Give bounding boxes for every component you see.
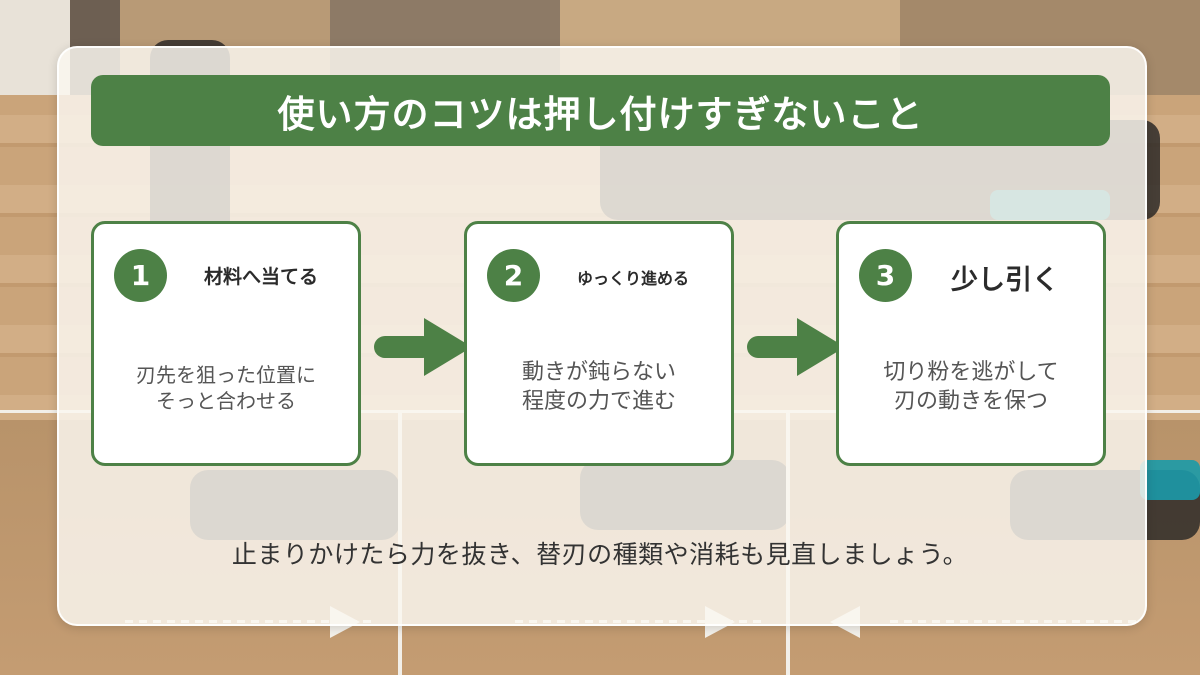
page-title: 使い方のコツは押し付けすぎないこと (277, 92, 924, 136)
step-description: 切り粉を逃がして 刃の動きを保つ (883, 360, 1059, 414)
step-heading: 少し引く (951, 265, 1059, 296)
step-description: 刃先を狙った位置に そっと合わせる (136, 363, 316, 413)
step-number-badge: 2 (487, 249, 540, 302)
step-number-badge: 1 (114, 249, 167, 302)
title-bar: 使い方のコツは押し付けすぎないこと (91, 75, 1110, 146)
step-card-1: 1 材料へ当てる 刃先を狙った位置に そっと合わせる (91, 221, 361, 466)
step-card-3: 3 少し引く 切り粉を逃がして 刃の動きを保つ (836, 221, 1106, 466)
step-description: 動きが鈍らない 程度の力で進む (521, 360, 676, 414)
arrow-right-icon (374, 318, 472, 376)
step-heading: 材料へ当てる (204, 266, 319, 288)
step-card-2: 2 ゆっくり進める 動きが鈍らない 程度の力で進む (464, 221, 734, 466)
step-heading: ゆっくり進める (577, 269, 690, 288)
footer-note: 止まりかけたら力を抜き、替刃の種類や消耗も見直しましょう。 (231, 540, 969, 569)
background-tool-accent (1140, 460, 1200, 500)
arrow-right-icon (747, 318, 845, 376)
step-number-badge: 3 (859, 249, 912, 302)
